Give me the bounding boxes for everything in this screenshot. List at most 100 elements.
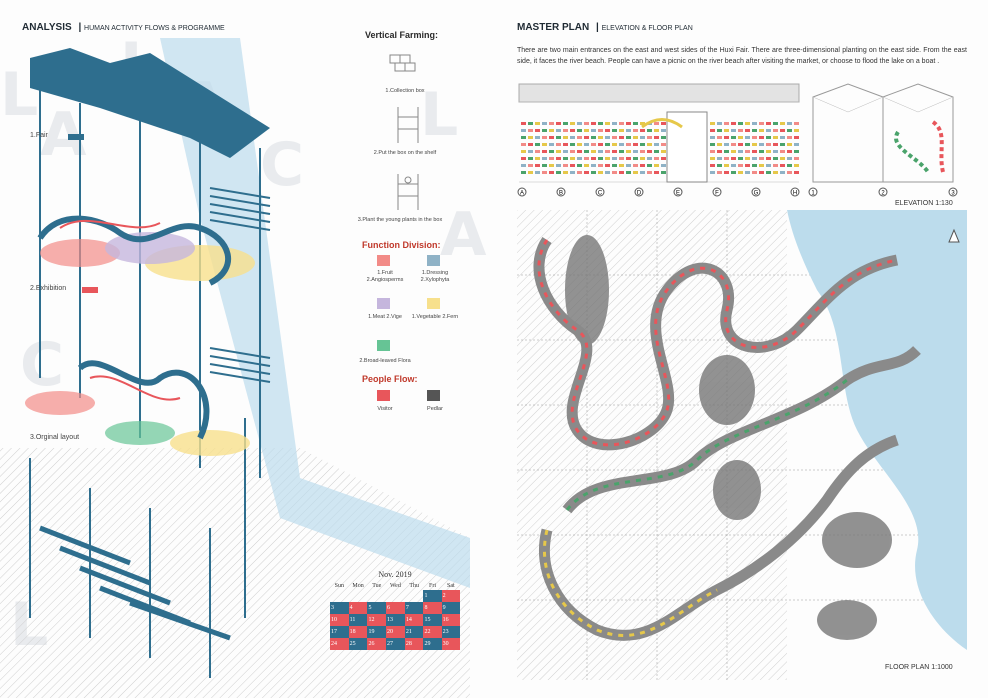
axis-bubble [634, 187, 644, 197]
stall-band [654, 136, 659, 139]
stall-band [619, 136, 624, 139]
stall-band [752, 129, 757, 132]
axis-label: B [559, 191, 563, 197]
stall-band [640, 171, 645, 174]
stall-band [528, 122, 533, 125]
axis-bubble [595, 187, 605, 197]
stall-band [521, 122, 526, 125]
stall-band [773, 164, 778, 167]
calendar-date: 28 [404, 638, 424, 650]
stall-band [780, 171, 785, 174]
layer-label-exhibition: 2.Exhibition [30, 285, 67, 292]
stall-band [521, 171, 526, 174]
stall-band [724, 157, 729, 160]
calendar-date: 6 [386, 602, 405, 614]
stall-band [654, 122, 659, 125]
stall-band [591, 164, 596, 167]
stall-band [528, 171, 533, 174]
calendar-date [405, 590, 424, 602]
stall-band [605, 143, 610, 146]
stall-band [759, 122, 764, 125]
roof-shape [30, 48, 270, 158]
stall-band [752, 164, 757, 167]
calendar-date: 15 [423, 614, 442, 626]
pf-label-1: Visitor [377, 406, 393, 412]
stall-band [633, 157, 638, 160]
analysis-header: ANALYSIS | HUMAN ACTIVITY FLOWS & PROGRA… [22, 22, 225, 33]
stall-band [612, 143, 617, 146]
calendar-day-header: Sun [334, 583, 344, 589]
calendar-title: Nov. 2019 [378, 570, 412, 579]
stall-band [528, 164, 533, 167]
stall-band [661, 136, 666, 139]
stall-band [535, 150, 540, 153]
stall-band [570, 143, 575, 146]
stall-band [745, 143, 750, 146]
zone-yellow-2 [170, 430, 250, 456]
stall-band [563, 157, 568, 160]
calendar-date: 22 [423, 626, 442, 638]
stall-band [521, 150, 526, 153]
stall-band [633, 164, 638, 167]
fd-swatch-5 [377, 340, 390, 351]
stall-band [787, 136, 792, 139]
stall-band [542, 171, 547, 174]
stall-band [780, 129, 785, 132]
stall-band [556, 164, 561, 167]
stall-band [724, 150, 729, 153]
stall-markers-lower [542, 529, 718, 637]
stall-band [570, 157, 575, 160]
axis-label: 2 [881, 191, 885, 197]
fd-label-4: 1.Vegetable 2.Fern [411, 314, 459, 320]
stall-band [717, 150, 722, 153]
stall-band [724, 164, 729, 167]
stall-band [731, 171, 736, 174]
stall-band [731, 136, 736, 139]
stall-band [549, 143, 554, 146]
stall-band [717, 143, 722, 146]
planted-shelf-icon [397, 174, 419, 210]
stall-band [731, 143, 736, 146]
stall-band [633, 171, 638, 174]
pf-swatch-1 [377, 390, 390, 401]
stall-band [563, 143, 568, 146]
calendar-date: 18 [348, 626, 368, 638]
stall-band [619, 122, 624, 125]
stall-band [584, 171, 589, 174]
stall-band [731, 122, 736, 125]
stall-band [773, 171, 778, 174]
stall-band [752, 143, 757, 146]
zone-green [105, 421, 175, 445]
stall-band [612, 129, 617, 132]
stall-band [626, 171, 631, 174]
stall-band [605, 157, 610, 160]
stall-band [612, 157, 617, 160]
stall-band [549, 136, 554, 139]
stall-band [794, 143, 799, 146]
stall-band [773, 122, 778, 125]
stall-band [794, 129, 799, 132]
stall-band [577, 164, 582, 167]
stall-band [598, 171, 603, 174]
calendar-date: 11 [348, 614, 368, 626]
stall-band [563, 136, 568, 139]
floor-plan [517, 210, 967, 680]
stall-band [549, 157, 554, 160]
stall-band [605, 122, 610, 125]
stall-band [591, 122, 596, 125]
exhibition-swatch [82, 287, 98, 293]
calendar-date: 24 [330, 638, 349, 650]
stall-band [780, 150, 785, 153]
stall-band [752, 171, 757, 174]
stall-band [619, 129, 624, 132]
calendar-date: 20 [386, 626, 405, 638]
stall-band [766, 150, 771, 153]
master-plan-subtitle: ELEVATION & FLOOR PLAN [601, 25, 693, 32]
calendar-date: 1 [423, 590, 442, 602]
stall-band [633, 136, 638, 139]
stall-band [738, 129, 743, 132]
fd-label-5: 2.Broad-leaved Flora [359, 358, 411, 364]
stall-band [717, 157, 722, 160]
stall-band [647, 136, 652, 139]
